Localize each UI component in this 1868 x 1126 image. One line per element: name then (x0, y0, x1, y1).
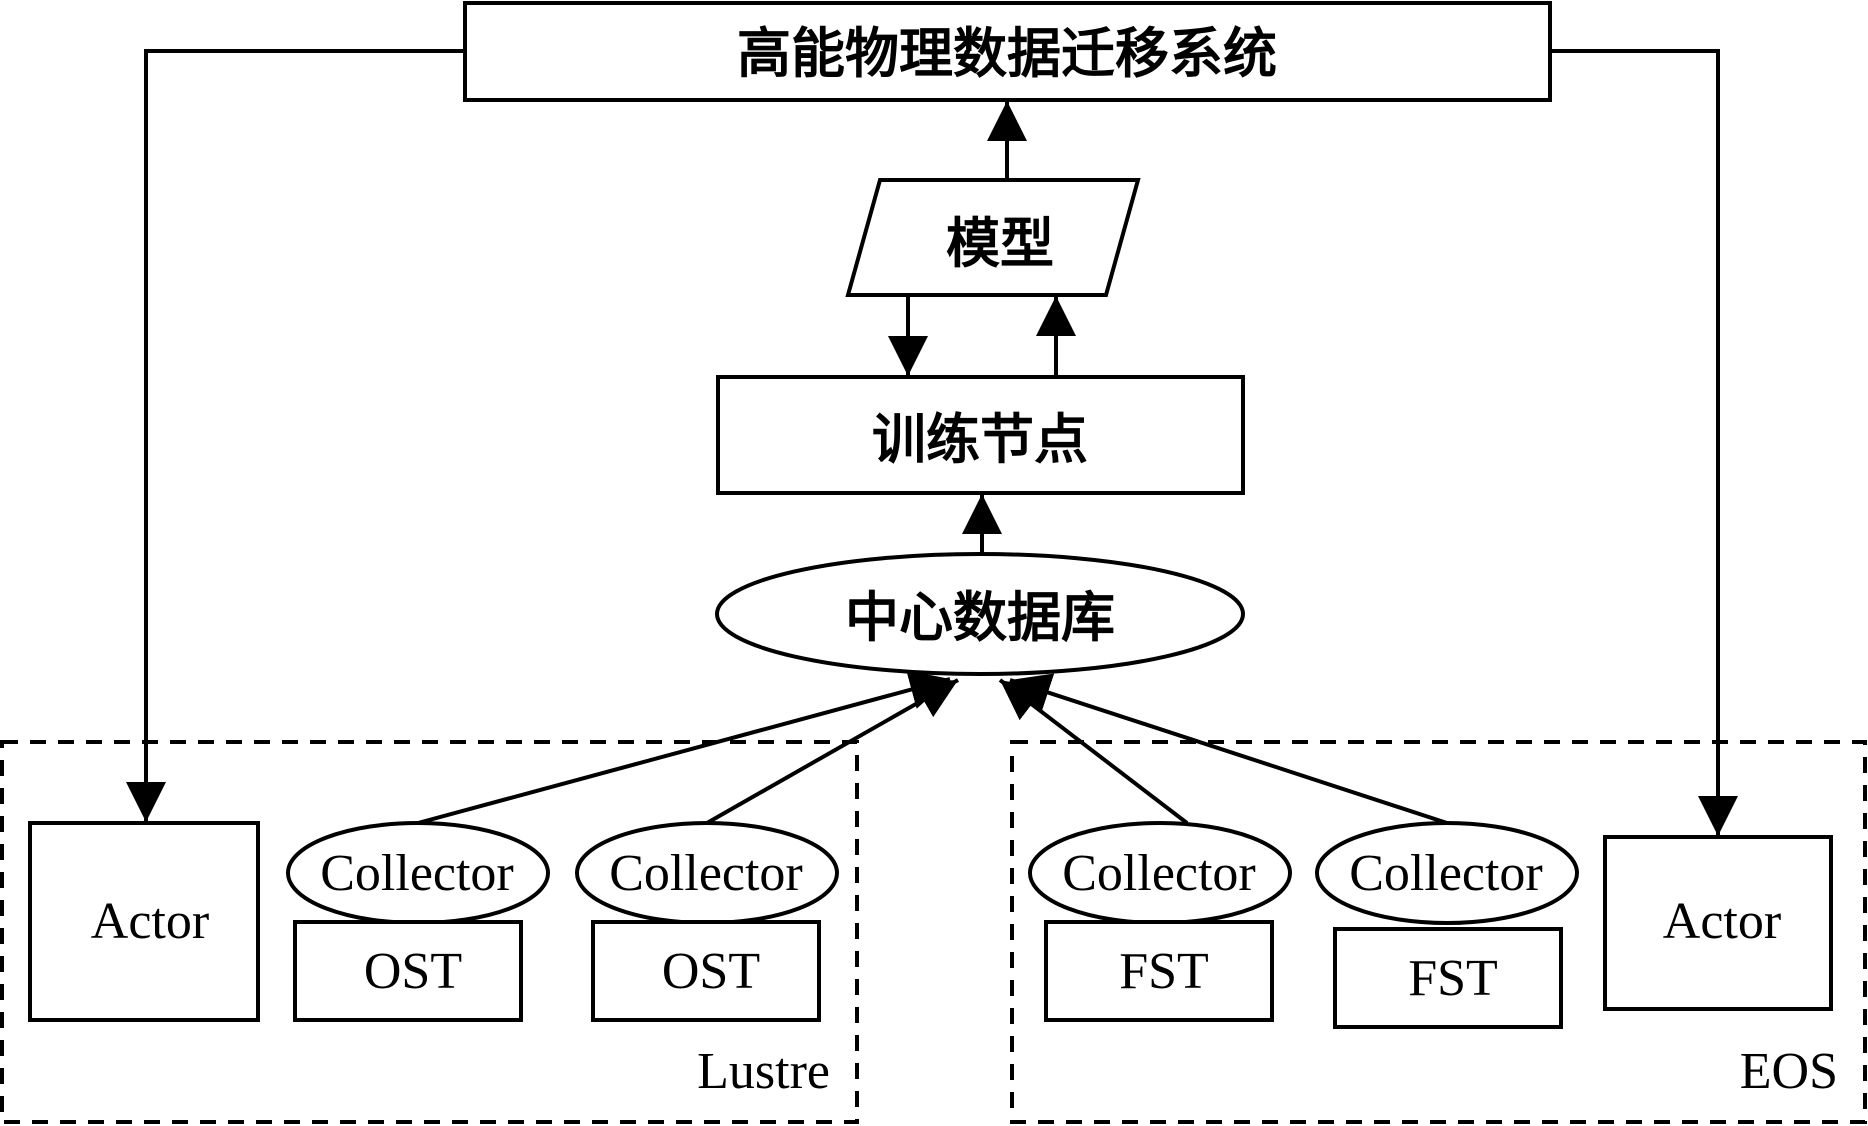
training-node-label: 训练节点 (872, 407, 1088, 471)
eos-collector-1-node: Collector (1028, 821, 1292, 925)
migration-system-node: 高能物理数据迁移系统 (463, 1, 1552, 102)
arrow-lustre-collector-2-to-database (706, 678, 959, 825)
lustre-ost-2-node: OST (591, 920, 821, 1022)
eos-fst-2-label: FST (1408, 950, 1498, 1007)
training-node: 训练节点 (716, 375, 1245, 495)
eos-fst-1-node: FST (1044, 920, 1274, 1022)
eos-collector-1-label: Collector (1062, 845, 1256, 902)
central-database-node: 中心数据库 (715, 552, 1245, 676)
lustre-ost-1-node: OST (293, 920, 523, 1022)
arrow-system-to-eos-actor (1550, 49, 1738, 836)
eos-collector-2-label: Collector (1349, 845, 1543, 902)
lustre-region-label: Lustre (697, 1043, 830, 1100)
lustre-actor-label: Actor (91, 893, 209, 950)
arrow-system-to-lustre-actor (126, 49, 465, 822)
lustre-collector-1-node: Collector (286, 821, 550, 925)
arrow-eos-collector-2-to-database (1009, 673, 1448, 825)
migration-system-label: 高能物理数据迁移系统 (737, 21, 1277, 85)
eos-collector-2-node: Collector (1315, 821, 1579, 925)
eos-fst-1-label: FST (1119, 943, 1209, 1000)
eos-fst-2-node: FST (1333, 927, 1563, 1029)
lustre-ost-2-label: OST (662, 943, 760, 1000)
lustre-collector-2-label: Collector (609, 845, 803, 902)
eos-actor-node: Actor (1603, 835, 1833, 1011)
lustre-collector-1-label: Collector (320, 845, 514, 902)
eos-region: EOS Collector FST Collector FST Actor (1010, 740, 1867, 1124)
central-database-label: 中心数据库 (845, 585, 1115, 649)
lustre-collector-2-node: Collector (575, 821, 839, 925)
arrow-eos-collector-1-to-database (998, 678, 1189, 825)
eos-actor-label: Actor (1663, 893, 1781, 950)
lustre-actor-node: Actor (28, 821, 260, 1022)
model-label: 模型 (946, 211, 1054, 275)
arrow-lustre-collector-1-to-database (417, 670, 951, 825)
model-node: 模型 (845, 178, 1141, 297)
eos-region-label: EOS (1740, 1043, 1838, 1100)
lustre-region: Lustre Actor Collector OST Collector OST (0, 740, 859, 1124)
lustre-ost-1-label: OST (364, 943, 462, 1000)
